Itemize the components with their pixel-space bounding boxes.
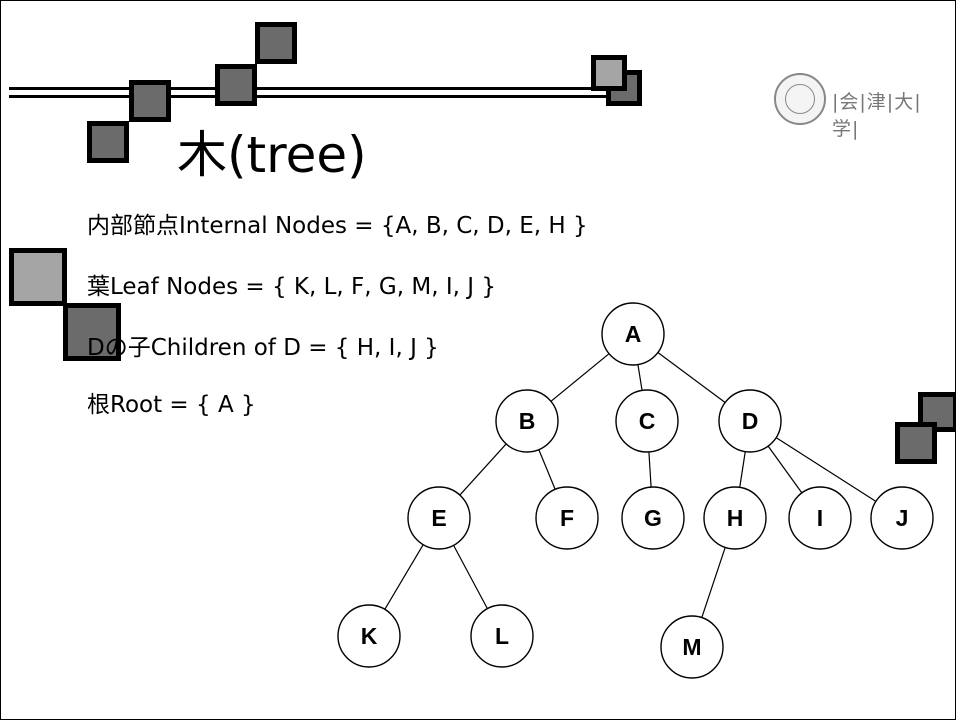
edge-d-j xyxy=(775,437,877,502)
node-l: L xyxy=(470,604,534,668)
node-circle xyxy=(601,302,665,366)
decor-square xyxy=(87,121,129,163)
node-circle xyxy=(337,604,401,668)
node-a: A xyxy=(601,302,665,366)
node-circle xyxy=(495,389,559,453)
decor-square xyxy=(591,55,627,91)
node-j: J xyxy=(870,486,934,550)
edge-d-i xyxy=(767,445,803,494)
node-label: D xyxy=(742,408,759,434)
edge-c-g xyxy=(648,451,652,488)
node-label: B xyxy=(519,408,536,434)
internal-nodes-line: 内部節点Internal Nodes = {A, B, C, D, E, H } xyxy=(87,213,588,239)
node-circle xyxy=(718,389,782,453)
node-b: B xyxy=(495,389,559,453)
tree-nodes: A B C D E F G H I J K L M xyxy=(337,302,934,679)
node-h: H xyxy=(703,486,767,550)
decor-rule-top xyxy=(9,87,609,90)
node-d: D xyxy=(718,389,782,453)
university-logo: |会|津|大|学| xyxy=(774,73,924,140)
node-g: G xyxy=(621,486,685,550)
node-circle xyxy=(788,486,852,550)
slide-title: 木(tree) xyxy=(177,126,367,184)
decor-square xyxy=(129,80,171,122)
node-e: E xyxy=(407,486,471,550)
decor-square xyxy=(215,64,257,106)
university-seal-icon xyxy=(774,73,826,125)
edge-a-c xyxy=(637,364,643,391)
edge-a-d xyxy=(657,352,726,403)
decor-rule-bottom xyxy=(9,95,609,98)
edge-h-m xyxy=(701,547,726,618)
node-label: I xyxy=(817,505,823,531)
decor-square-left xyxy=(63,303,121,361)
node-label: G xyxy=(644,505,662,531)
node-label: A xyxy=(625,321,642,347)
node-circle xyxy=(621,486,685,550)
edge-a-b xyxy=(550,353,610,402)
node-label: K xyxy=(361,623,378,649)
decor-square-right xyxy=(895,422,937,464)
node-m: M xyxy=(660,615,724,679)
node-i: I xyxy=(788,486,852,550)
node-circle xyxy=(407,486,471,550)
node-label: L xyxy=(495,623,509,649)
node-label: H xyxy=(727,505,744,531)
node-label: C xyxy=(639,408,656,434)
decor-square xyxy=(255,22,297,64)
node-k: K xyxy=(337,604,401,668)
leaf-nodes-line: 葉Leaf Nodes = { K, L, F, G, M, I, J } xyxy=(87,274,496,300)
node-circle xyxy=(535,486,599,550)
node-label: M xyxy=(682,634,701,660)
node-c: C xyxy=(615,389,679,453)
edge-b-e xyxy=(459,443,507,496)
edge-e-k xyxy=(384,544,424,610)
university-logo-text: |会|津|大|学| xyxy=(832,91,922,140)
node-circle xyxy=(615,389,679,453)
node-label: J xyxy=(896,505,909,531)
node-circle xyxy=(870,486,934,550)
decor-square-left xyxy=(9,248,67,306)
edge-b-f xyxy=(538,449,556,490)
node-circle xyxy=(660,615,724,679)
children-of-d-line: Dの子Children of D = { H, I, J } xyxy=(87,335,439,361)
tree-edges xyxy=(384,352,877,618)
edge-e-l xyxy=(453,545,488,609)
node-circle xyxy=(703,486,767,550)
node-label: E xyxy=(431,505,446,531)
edge-d-h xyxy=(739,451,746,488)
node-circle xyxy=(470,604,534,668)
node-label: F xyxy=(560,505,574,531)
node-f: F xyxy=(535,486,599,550)
root-line: 根Root = { A } xyxy=(87,392,256,418)
